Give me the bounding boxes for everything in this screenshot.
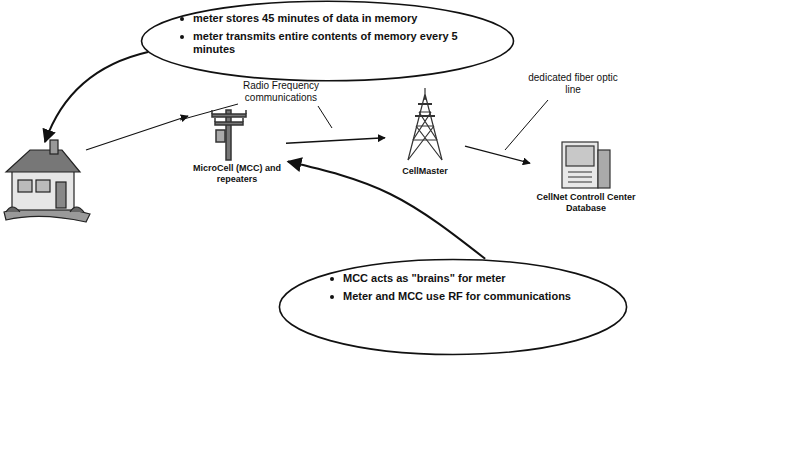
pole-icon <box>212 110 246 160</box>
bullet-dot <box>330 277 334 281</box>
tower-icon <box>408 88 442 160</box>
bullet-item: MCC acts as "brains" for meter <box>330 272 588 285</box>
bullet-item: Meter and MCC use RF for communications <box>330 290 588 303</box>
callout-text: MCC acts as "brains" for meter <box>343 272 506 285</box>
ellipse-shape <box>279 259 626 354</box>
rf-arrow <box>86 116 188 150</box>
callout-text: Meter and MCC use RF for communications <box>343 290 571 303</box>
connector-arrow <box>286 138 385 144</box>
bullet-item: meter transmits entire contents of memor… <box>180 30 467 56</box>
device-label: CellMaster <box>387 166 463 177</box>
connector-arrow <box>288 162 485 259</box>
device-label: CellNet Controll Center Database <box>532 192 640 214</box>
device-node: CellNet Controll Center Database <box>530 140 642 216</box>
callout-ellipse: MCC acts as "brains" for meterMeter and … <box>278 258 628 356</box>
device-label: MicroCell (MCC) and repeaters <box>190 163 284 185</box>
leader-line <box>318 106 332 128</box>
connector-arrow <box>465 146 530 163</box>
bullet-dot <box>330 295 334 299</box>
callout-ellipse: meter stores 45 minutes of data in memor… <box>140 0 515 82</box>
bullet-item: meter stores 45 minutes of data in memor… <box>180 12 467 25</box>
computer-icon <box>562 142 610 188</box>
callout-arrow <box>45 52 148 142</box>
ellipse-shape <box>142 1 514 81</box>
callout-text: meter transmits entire contents of memor… <box>193 30 467 56</box>
leader-line <box>505 100 548 150</box>
house-icon <box>4 140 90 222</box>
device-node: CellMaster <box>385 92 465 179</box>
callout-text: meter stores 45 minutes of data in memor… <box>193 12 417 25</box>
bullet-dot <box>180 35 184 39</box>
bullet-dot <box>180 17 184 21</box>
device-node: MicroCell (MCC) and repeaters <box>188 105 286 187</box>
note-label: Radio Frequency communications <box>235 80 327 104</box>
note-label: dedicated fiber optic line <box>528 72 618 96</box>
